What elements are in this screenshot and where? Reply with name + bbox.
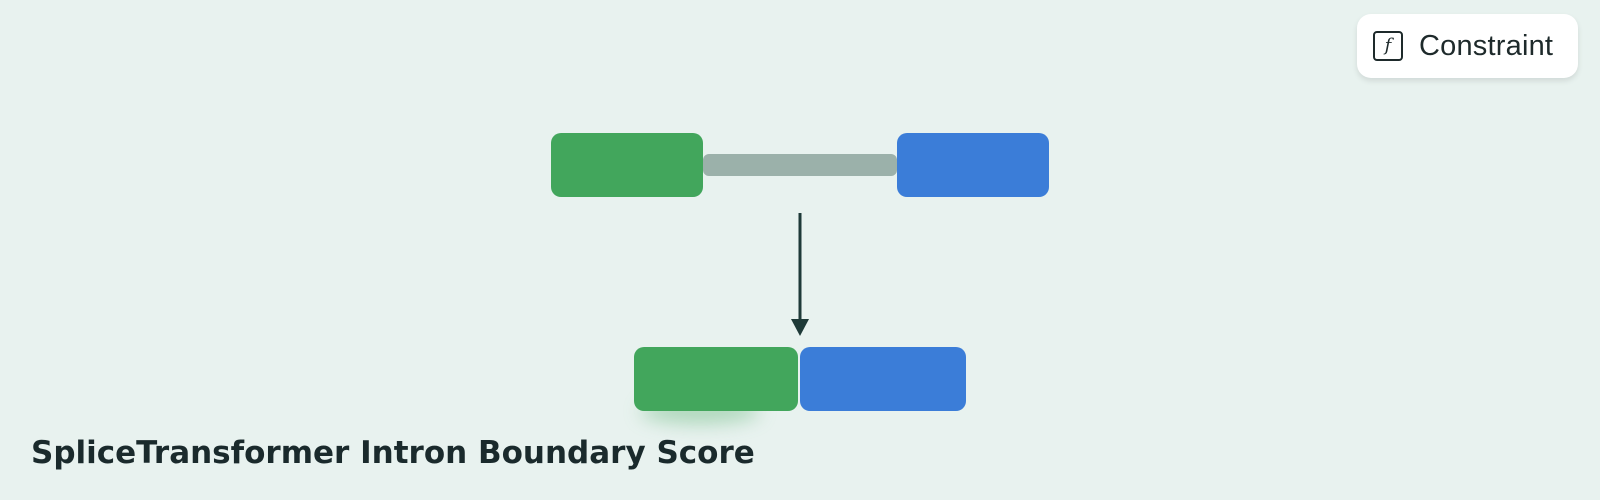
constraint-badge: f Constraint [1357,14,1578,78]
upstream-exon-spliced [634,347,798,411]
badge-label: Constraint [1419,29,1554,62]
splice-arrow-icon [791,213,809,336]
page-title: SpliceTransformer Intron Boundary Score [31,435,755,471]
downstream-exon-spliced [800,347,966,411]
downstream-exon-pre-splice [897,133,1049,197]
upstream-exon-pre-splice [551,133,703,197]
function-icon: f [1373,31,1403,61]
intron-segment [703,154,897,176]
